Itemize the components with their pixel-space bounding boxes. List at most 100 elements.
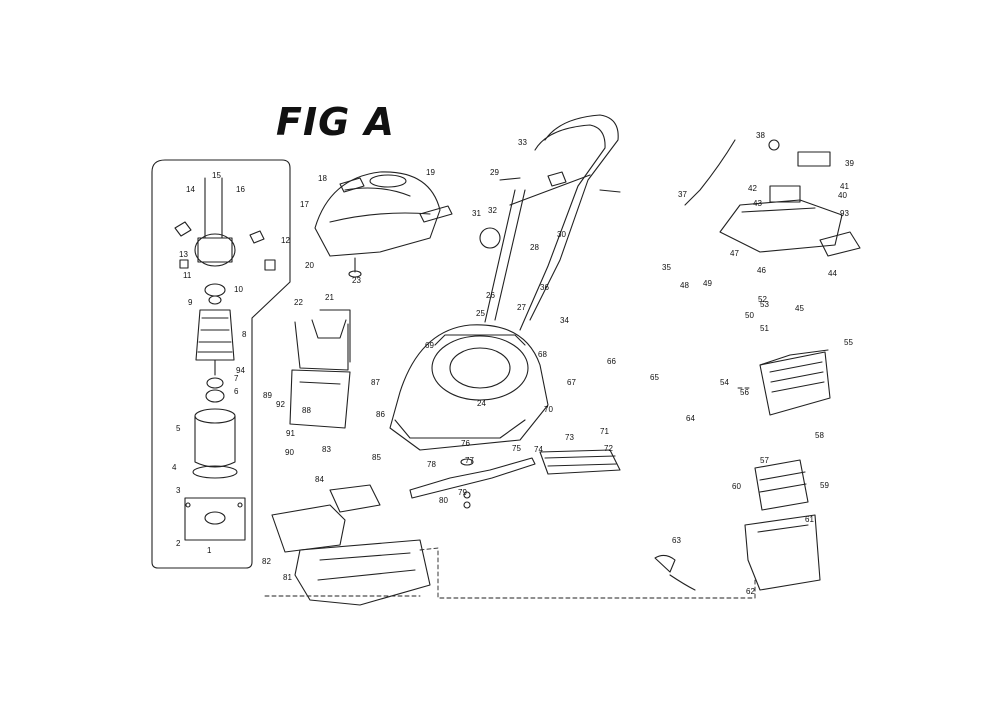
callout-33: 33 [518, 138, 527, 147]
callout-35: 35 [662, 263, 671, 272]
callout-82: 82 [262, 557, 271, 566]
callout-62: 62 [746, 587, 755, 596]
callout-15: 15 [212, 171, 221, 180]
callout-34: 34 [560, 316, 569, 325]
callout-17: 17 [300, 200, 309, 209]
callout-20: 20 [305, 261, 314, 270]
callout-38: 38 [756, 131, 765, 140]
callout-45: 45 [795, 304, 804, 313]
callout-80: 80 [439, 496, 448, 505]
callout-65: 65 [650, 373, 659, 382]
blade [409, 457, 536, 509]
callout-83: 83 [322, 445, 331, 454]
callout-60: 60 [732, 482, 741, 491]
callout-72: 72 [604, 444, 613, 453]
callout-42: 42 [748, 184, 757, 193]
callout-13: 13 [179, 250, 188, 259]
callout-63: 63 [672, 536, 681, 545]
callout-14: 14 [186, 185, 195, 194]
callout-24: 24 [477, 399, 486, 408]
end-bracket [184, 497, 246, 541]
callout-67: 67 [567, 378, 576, 387]
callout-92: 92 [276, 400, 285, 409]
callout-30: 30 [557, 230, 566, 239]
callout-6: 6 [234, 387, 239, 396]
callout-16: 16 [236, 185, 245, 194]
callout-74: 74 [534, 445, 543, 454]
callout-87: 87 [371, 378, 380, 387]
callout-25: 25 [476, 309, 485, 318]
callout-53: 53 [760, 300, 769, 309]
callout-48: 48 [680, 281, 689, 290]
rear-skirt [271, 484, 431, 606]
battery-pack [759, 349, 831, 416]
callout-59: 59 [820, 481, 829, 490]
callout-78: 78 [427, 460, 436, 469]
motor-cover [314, 171, 453, 278]
callout-86: 86 [376, 410, 385, 419]
motor-assembly-frame [151, 159, 291, 569]
bag-frame [289, 309, 351, 429]
callout-51: 51 [760, 324, 769, 333]
callout-37: 37 [678, 190, 687, 199]
callout-69: 69 [425, 341, 434, 350]
callout-4: 4 [172, 463, 177, 472]
callout-79: 79 [458, 488, 467, 497]
callout-21: 21 [325, 293, 334, 302]
leader-dashed-lines [264, 387, 756, 599]
callout-89: 89 [263, 391, 272, 400]
callout-40: 40 [838, 191, 847, 200]
deck [389, 324, 549, 451]
callout-50: 50 [745, 311, 754, 320]
discharge-chute [539, 449, 621, 475]
callout-54: 54 [720, 378, 729, 387]
handle [479, 114, 621, 331]
callout-77: 77 [465, 456, 474, 465]
armature [195, 283, 235, 403]
callout-8: 8 [242, 330, 247, 339]
callout-88: 88 [302, 406, 311, 415]
stator [192, 408, 238, 479]
callout-44: 44 [828, 269, 837, 278]
callout-23: 23 [352, 276, 361, 285]
callout-61: 61 [805, 515, 814, 524]
callout-27: 27 [517, 303, 526, 312]
callout-31: 31 [472, 209, 481, 218]
callout-22: 22 [294, 298, 303, 307]
callout-19: 19 [426, 168, 435, 177]
callout-49: 49 [703, 279, 712, 288]
callout-39: 39 [845, 159, 854, 168]
callout-71: 71 [600, 427, 609, 436]
callout-91: 91 [286, 429, 295, 438]
callout-7: 7 [234, 374, 239, 383]
callout-10: 10 [234, 285, 243, 294]
callout-29: 29 [490, 168, 499, 177]
key-and-cord [654, 139, 780, 591]
callout-1: 1 [207, 546, 212, 555]
callout-73: 73 [565, 433, 574, 442]
callout-64: 64 [686, 414, 695, 423]
callout-55: 55 [844, 338, 853, 347]
callout-43: 43 [753, 199, 762, 208]
callout-47: 47 [730, 249, 739, 258]
callout-70: 70 [544, 405, 553, 414]
callout-75: 75 [512, 444, 521, 453]
callout-76: 76 [461, 439, 470, 448]
callout-5: 5 [176, 424, 181, 433]
callout-81: 81 [283, 573, 292, 582]
callout-52: 52 [758, 295, 767, 304]
callout-32: 32 [488, 206, 497, 215]
callout-9: 9 [188, 298, 193, 307]
charger-box [744, 459, 821, 591]
callout-2: 2 [176, 539, 181, 548]
callout-28: 28 [530, 243, 539, 252]
figure-title: FIG A [276, 100, 395, 144]
callout-46: 46 [757, 266, 766, 275]
callout-58: 58 [815, 431, 824, 440]
callout-41: 41 [840, 182, 849, 191]
callout-90: 90 [285, 448, 294, 457]
callout-94: 94 [236, 366, 245, 375]
callout-26: 26 [486, 291, 495, 300]
callout-3: 3 [176, 486, 181, 495]
